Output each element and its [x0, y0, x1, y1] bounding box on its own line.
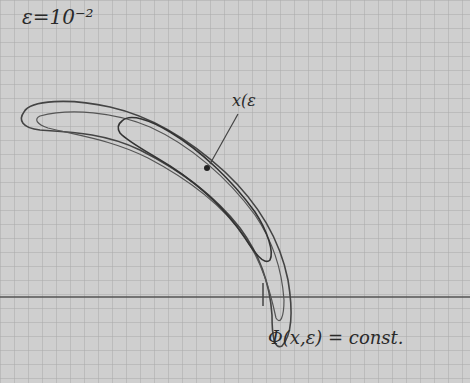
axis-line [0, 296, 470, 297]
leader-line [210, 114, 238, 164]
middle-contour [37, 112, 284, 321]
tick-mark [262, 283, 264, 306]
outer-contour [21, 101, 291, 346]
point-label: x(ε [232, 92, 256, 110]
contour-label: Φ(x,ε) = const. [268, 328, 404, 348]
parameter-note: ε=10⁻² [22, 6, 94, 28]
point-marker [204, 165, 210, 171]
inner-contour [118, 118, 271, 262]
